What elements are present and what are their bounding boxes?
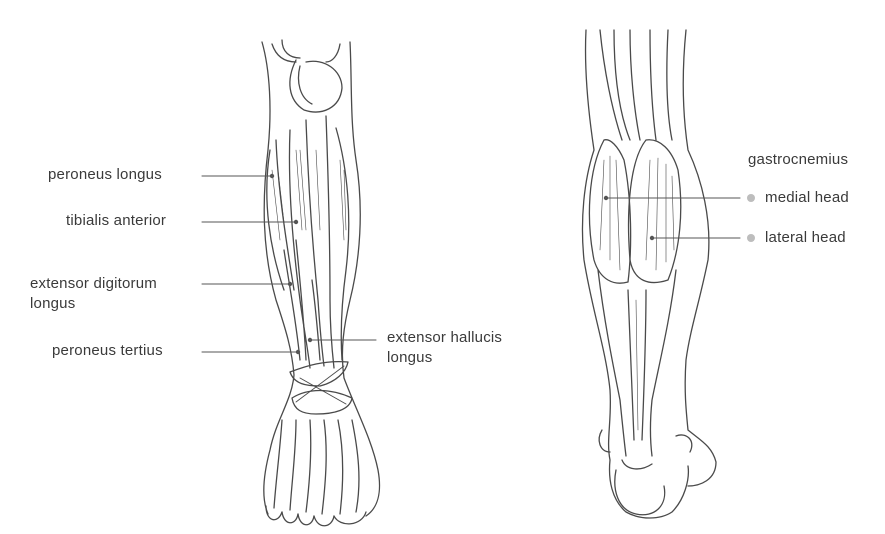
label-tibialis-anterior: tibialis anterior xyxy=(66,211,166,230)
head-bullets xyxy=(747,194,755,242)
label-gastrocnemius: gastrocnemius xyxy=(748,150,848,169)
label-lateral-head: lateral head xyxy=(765,228,846,247)
leader-lines xyxy=(202,176,740,352)
anterior-leg-drawing xyxy=(262,40,380,526)
label-extensor-hallucis-line1: extensor hallucis xyxy=(387,328,502,347)
posterior-leg-drawing xyxy=(582,30,716,518)
label-extensor-digitorum-line2: longus xyxy=(30,294,75,313)
label-medial-head: medial head xyxy=(765,188,849,207)
lateral-head-bullet-icon xyxy=(747,234,755,242)
label-peroneus-longus: peroneus longus xyxy=(48,165,162,184)
label-extensor-digitorum-line1: extensor digitorum xyxy=(30,274,157,293)
label-extensor-hallucis-line2: longus xyxy=(387,348,432,367)
medial-head-bullet-icon xyxy=(747,194,755,202)
label-peroneus-tertius: peroneus tertius xyxy=(52,341,163,360)
